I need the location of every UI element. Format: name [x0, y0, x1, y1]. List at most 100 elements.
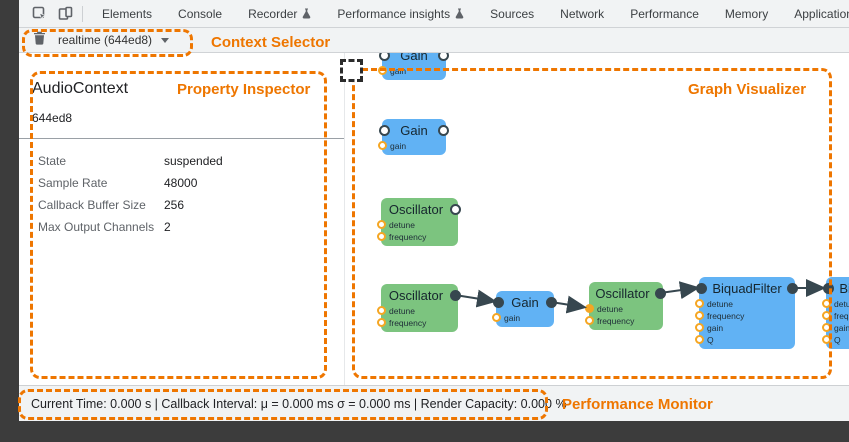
param-label: frequency [834, 310, 849, 321]
performance-status-text: Current Time: 0.000 s | Callback Interva… [31, 396, 567, 411]
property-label: Sample Rate [38, 176, 108, 190]
devtools-tabbar: Elements Console Recorder Performance in… [19, 0, 849, 28]
tab-performance-insights[interactable]: Performance insights [324, 0, 477, 27]
param-port [378, 141, 387, 150]
audio-node-oscillator[interactable]: Oscillator detune frequency [585, 282, 666, 330]
property-row: Sample Rate 48000 [19, 172, 344, 194]
output-port [787, 282, 798, 294]
output-port [450, 289, 461, 301]
tab-label: Sources [490, 6, 535, 21]
param-label: detune [707, 298, 733, 309]
performance-statusbar: Current Time: 0.000 s | Callback Interva… [19, 385, 849, 421]
node-title: Oscillator [595, 285, 650, 301]
context-title: AudioContext [32, 80, 129, 97]
tab-recorder[interactable]: Recorder [235, 0, 324, 27]
param-label: gain [707, 322, 724, 333]
param-label: gain [834, 322, 849, 333]
tab-label: Application [794, 6, 849, 21]
param-label: Q [834, 334, 841, 345]
context-selector-dropdown[interactable]: realtime (644ed8) [58, 33, 170, 47]
property-list: State suspended Sample Rate 48000 Callba… [19, 150, 344, 238]
param-port [585, 304, 594, 313]
param-label: Q [707, 334, 714, 345]
property-value: suspended [164, 154, 223, 168]
context-id: 644ed8 [32, 111, 73, 125]
tab-label: Performance [630, 6, 699, 21]
audio-node-gain[interactable]: Gain gain [378, 53, 449, 80]
tab-sources[interactable]: Sources [477, 0, 547, 27]
tab-console[interactable]: Console [165, 0, 235, 27]
tab-elements[interactable]: Elements [89, 0, 165, 27]
param-port [377, 306, 386, 315]
input-port [379, 53, 390, 61]
audio-node-biquadfilter[interactable]: BiquadFilter detune frequency gain Q [695, 277, 798, 349]
param-port [822, 299, 831, 308]
audio-node-oscillator[interactable]: Oscillator detune frequency [377, 284, 461, 332]
audio-node-oscillator[interactable]: Oscillator detune frequency [377, 198, 461, 246]
param-label: frequency [597, 315, 635, 326]
param-port [377, 232, 386, 241]
experiment-flask-icon [455, 8, 464, 19]
input-port [493, 296, 504, 308]
property-label: State [38, 154, 67, 168]
tab-label: Performance insights [337, 6, 451, 21]
tab-network[interactable]: Network [547, 0, 617, 27]
device-toolbar-icon[interactable] [52, 3, 78, 25]
experiment-flask-icon [302, 8, 311, 19]
param-port [695, 323, 704, 332]
param-port [378, 66, 387, 75]
divider [19, 138, 344, 139]
param-label: gain [390, 65, 407, 76]
toolbar-separator [82, 5, 83, 22]
input-port [823, 282, 834, 294]
tab-label: Console [178, 6, 223, 21]
inspect-element-icon[interactable] [26, 3, 52, 25]
param-port [695, 299, 704, 308]
tab-label: Network [560, 6, 605, 21]
input-port [379, 124, 390, 136]
param-label: frequency [707, 310, 745, 321]
property-row: State suspended [19, 150, 344, 172]
param-port [377, 220, 386, 229]
node-title: Oscillator [388, 201, 444, 217]
param-label: frequency [389, 231, 427, 242]
tab-label: Memory [724, 6, 769, 21]
tab-performance[interactable]: Performance [617, 0, 712, 27]
param-label: detune [597, 303, 623, 314]
param-label: detune [389, 219, 415, 230]
tab-memory[interactable]: Memory [712, 0, 781, 27]
trash-icon[interactable] [33, 31, 46, 50]
tab-application[interactable]: Application [781, 0, 849, 27]
audio-node-biquadfilter[interactable]: BiquadFilter detune frequency gain Q [822, 277, 849, 349]
param-port [822, 323, 831, 332]
param-label: detune [834, 298, 849, 309]
tab-label: Recorder [248, 6, 298, 21]
property-label: Callback Buffer Size [38, 198, 146, 212]
chevron-down-icon [161, 37, 170, 43]
param-label: gain [504, 312, 521, 323]
param-port [377, 318, 386, 327]
param-label: detune [389, 305, 415, 316]
property-value: 2 [164, 220, 171, 234]
property-row: Callback Buffer Size 256 [19, 194, 344, 216]
audio-node-gain[interactable]: Gain gain [492, 291, 557, 327]
output-port [438, 124, 449, 136]
property-label: Max Output Channels [38, 220, 155, 234]
devtools-window: Elements Console Recorder Performance in… [19, 0, 849, 421]
graph-visualizer-panel: Gain gain Gain gain Oscillator detune fr… [345, 53, 849, 385]
context-selector-value: realtime (644ed8) [58, 33, 153, 47]
param-port [695, 335, 704, 344]
output-port [546, 296, 557, 308]
node-title: BiquadFilter [712, 280, 782, 296]
node-title: Gain [511, 294, 539, 310]
node-title: BiquadFilter [839, 280, 849, 296]
audio-node-gain[interactable]: Gain gain [378, 119, 449, 155]
property-inspector-panel: AudioContext 644ed8 State suspended Samp… [19, 53, 345, 385]
param-port [492, 313, 501, 322]
param-label: gain [390, 140, 407, 151]
property-value: 48000 [164, 176, 198, 190]
tab-label: Elements [102, 6, 153, 21]
param-port [695, 311, 704, 320]
node-title: Gain [400, 122, 428, 138]
